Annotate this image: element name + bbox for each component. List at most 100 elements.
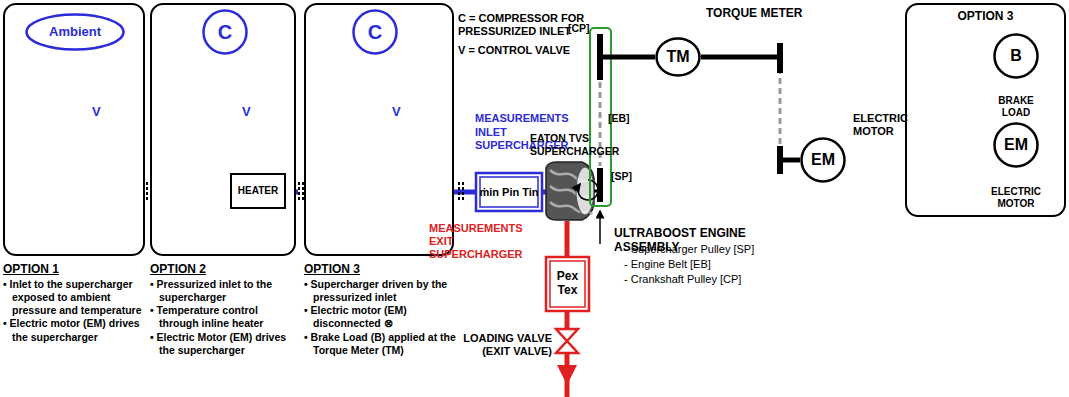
annotation: BRAKE LOAD [993, 95, 1039, 119]
node-label: C [218, 21, 232, 44]
option-bullet: • Temperature control through inline hea… [150, 304, 300, 330]
node-content: B [993, 33, 1039, 79]
option-bullet: • Inlet to the supercharger exposed to a… [3, 278, 149, 317]
circle-node: EM [993, 122, 1039, 168]
option-bullet: • Brake Load (B) applied at the Torque M… [304, 331, 458, 357]
circle-node: C [202, 9, 248, 55]
pulley-tag: [CP] [568, 22, 598, 35]
pulley-tag: [EB] [608, 112, 638, 125]
line-stroke [302, 182, 304, 202]
node-content: EM [993, 122, 1039, 168]
path-stroke [565, 353, 570, 380]
circle-node: C [352, 9, 398, 55]
node-label: EM [1004, 136, 1028, 154]
annotation: EATON TVS SUPERCHARGER [530, 132, 614, 157]
outline [231, 174, 285, 208]
measurement-box: MEASUREMENTS INLET SUPERCHARGERṁin Pin T… [475, 172, 543, 212]
measurement-box: MEASUREMENTS EXIT SUPERCHARGERPexTex [545, 256, 590, 312]
annotation: - Supercharger Pulley [SP] [624, 243, 804, 256]
annotation: TORQUE METER [706, 6, 816, 20]
option-panel: OPTION 1• Inlet to the supercharger expo… [3, 3, 145, 256]
node-content: PexTex [545, 256, 590, 312]
outline [204, 11, 247, 54]
outline [657, 39, 700, 76]
outline [4, 4, 144, 255]
pulley-tag: [SP] [611, 170, 641, 183]
line-stroke [597, 168, 603, 202]
node-label: ṁin Pin Tin [479, 186, 538, 199]
pulleys [600, 34, 800, 202]
measurement-box: HEATER [230, 173, 286, 209]
node-label: C [368, 21, 382, 44]
valve-letter: V [92, 104, 106, 120]
loading-valve-symbol [556, 329, 578, 353]
node-content: C [202, 9, 248, 55]
option-description: OPTION 1• Inlet to the supercharger expo… [3, 262, 149, 344]
annotation: - Crankshaft Pulley [CP] [624, 273, 804, 286]
option-title: OPTION 2 [150, 262, 300, 277]
option-bullet: • Electric motor (EM) drives the superch… [3, 317, 149, 343]
annotation: V = CONTROL VALVE [458, 44, 578, 57]
node-label: Ambient [49, 25, 101, 40]
outline [802, 139, 845, 182]
node-label: B [1010, 47, 1022, 65]
outline [354, 11, 397, 54]
path-stroke [546, 162, 594, 220]
outline [305, 4, 453, 255]
circle-node: Ambient [25, 13, 125, 51]
option-bullet: • Supercharger driven by the pressurized… [304, 278, 458, 304]
node-label: Pex [557, 270, 578, 284]
outline [546, 257, 589, 311]
valve-letter: V [242, 104, 256, 120]
outline [151, 4, 295, 255]
outline [995, 124, 1038, 167]
line-stroke [298, 182, 300, 202]
node-content: EM [800, 137, 846, 183]
node-label: EM [811, 151, 835, 169]
node-content: ṁin Pin Tin [475, 172, 543, 212]
option-panel: OPTION 3• Supercharger driven by the pre… [304, 3, 454, 256]
option-bullet: • Pressurized inlet to the supercharger [150, 278, 300, 304]
option-description: OPTION 2• Pressurized inlet to the super… [150, 262, 300, 357]
line-stroke [146, 182, 148, 202]
annotation: ELECTRIC MOTOR [853, 112, 923, 138]
line-stroke [462, 182, 464, 202]
node-content: Ambient [25, 13, 125, 51]
line-stroke [458, 182, 460, 202]
option-panel: OPTION 2• Pressurized inlet to the super… [150, 3, 296, 256]
supercharger-drawing [546, 162, 600, 220]
node-outline [905, 3, 1066, 217]
path-stroke [565, 380, 570, 397]
node-label: Tex [558, 284, 578, 298]
annotation: LOADING VALVE (EXIT VALVE) [440, 332, 552, 358]
outer-border [476, 173, 542, 211]
line-stroke [701, 55, 780, 60]
outline [995, 35, 1038, 78]
option-panel: OPTION 3 B EM [905, 3, 1066, 217]
inner-border [550, 261, 585, 307]
line-stroke [777, 146, 783, 174]
assembly-pointer [599, 211, 601, 244]
option-bullet: • Electric motor (EM) disconnected ⊗ [304, 304, 458, 330]
option-bullet: • Electric Motor (EM) drives the superch… [150, 331, 300, 357]
circle-node: EM [800, 137, 846, 183]
outline [906, 4, 1065, 216]
outer-border [546, 257, 589, 311]
node-content: C [352, 9, 398, 55]
outline [27, 15, 124, 50]
line-stroke [777, 43, 783, 73]
line-stroke [600, 55, 655, 60]
path-stroke [565, 221, 570, 256]
node-label: HEATER [238, 185, 278, 197]
circle-node: B [993, 33, 1039, 79]
option-title: OPTION 1 [3, 262, 149, 277]
option-description: OPTION 3• Supercharger driven by the pre… [304, 262, 458, 357]
option-title: OPTION 3 [905, 9, 1066, 23]
belt-line [701, 57, 800, 160]
path-stroke [565, 312, 570, 329]
node-content: TM [655, 37, 701, 77]
annotation: ELECTRIC MOTOR [978, 186, 1054, 210]
node-content: HEATER [230, 173, 286, 209]
inner-border [480, 177, 538, 207]
option-title: OPTION 3 [304, 262, 458, 277]
